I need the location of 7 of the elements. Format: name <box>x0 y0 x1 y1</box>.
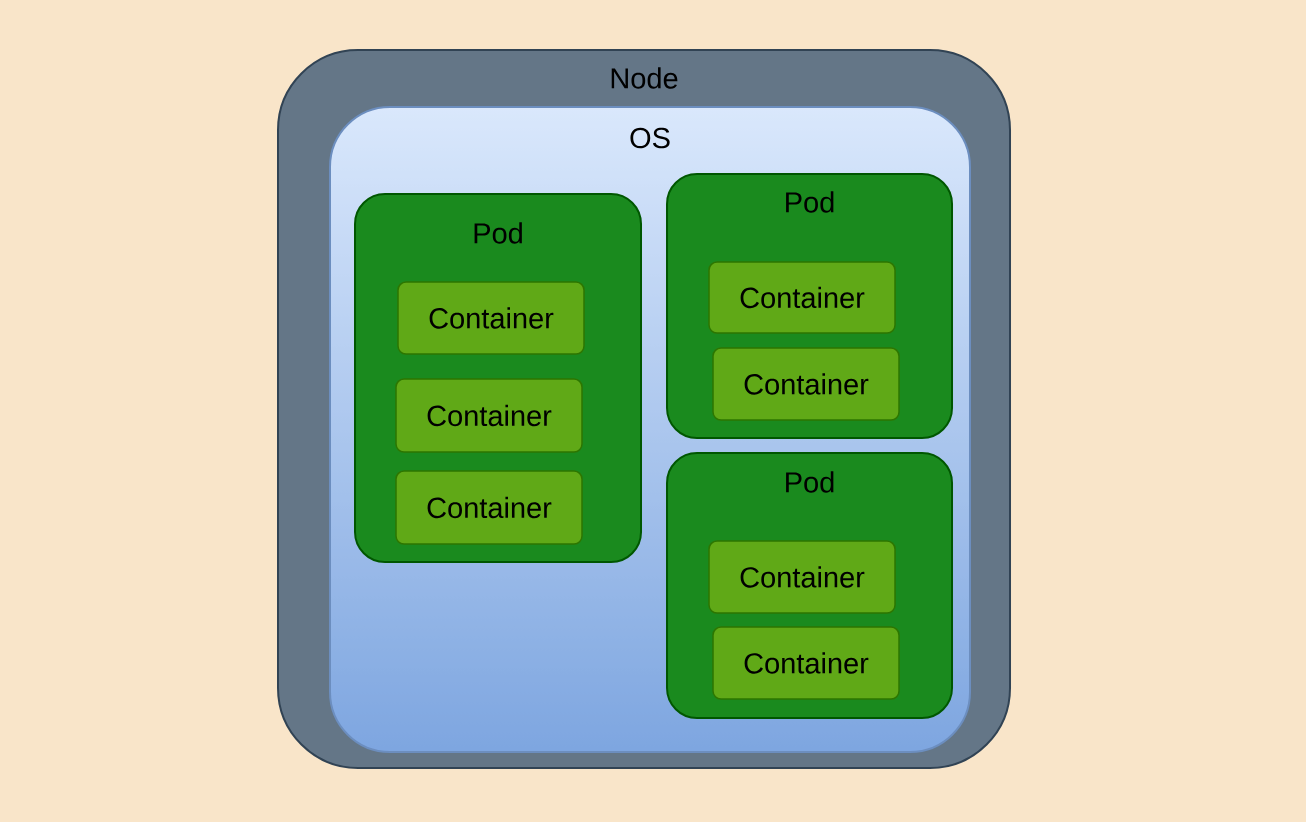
container-box: Container <box>712 626 900 700</box>
container-box: Container <box>712 347 900 421</box>
container-box: Container <box>708 540 896 614</box>
container-box: Container <box>397 281 585 355</box>
container-box: Container <box>708 261 896 334</box>
container-box: Container <box>395 378 583 453</box>
container-box: Container <box>395 470 583 545</box>
